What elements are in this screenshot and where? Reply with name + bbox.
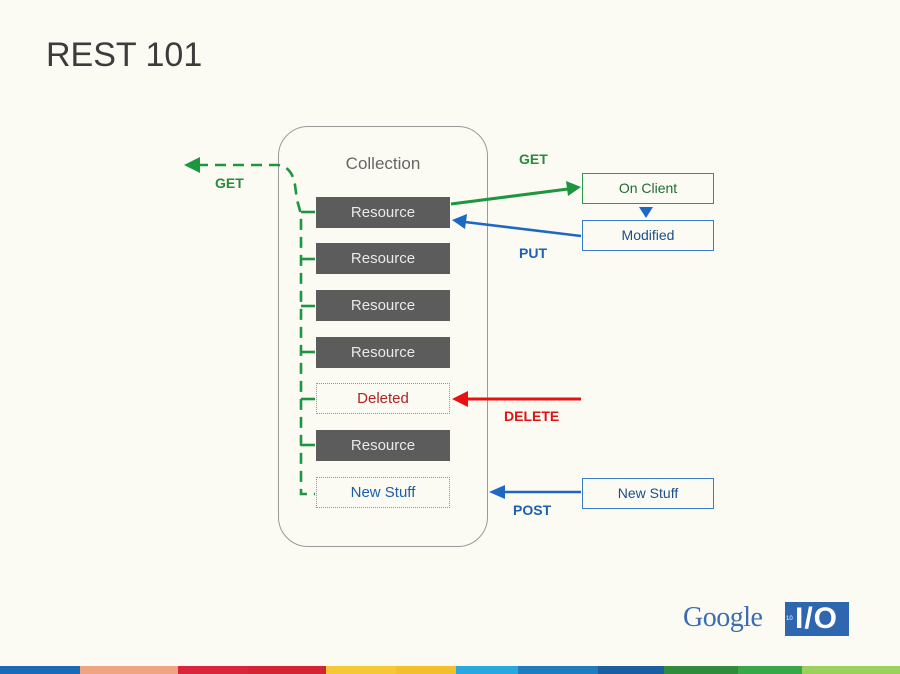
stripe-segment (598, 666, 664, 674)
get-resource-label: GET (519, 151, 548, 167)
collection-label: Collection (345, 154, 421, 173)
resource-item: Resource (316, 290, 450, 321)
google-wordmark: Google (683, 602, 763, 633)
collection-get-bracket (197, 163, 315, 496)
delete-label: DELETE (504, 408, 560, 424)
resource-item: Resource (316, 337, 450, 368)
delete-arrowhead (452, 391, 468, 407)
stripe-segment (802, 666, 900, 674)
deleted-item: Deleted (316, 383, 450, 414)
put-arrowhead (452, 214, 467, 229)
collection-get-arrowhead (184, 157, 200, 173)
get-collection-label: GET (215, 175, 244, 191)
stripe-segment (0, 666, 80, 674)
io-mark: I/O (795, 602, 839, 635)
resource-item: Resource (316, 430, 450, 461)
post-label: POST (513, 502, 552, 518)
resource-item: Resource (316, 197, 450, 228)
stripe-segment (178, 666, 248, 674)
stripe-segment (248, 666, 326, 674)
io-edition: 10 (786, 616, 793, 622)
resource-item: Resource (316, 243, 450, 274)
stripe-segment (518, 666, 598, 674)
slide-title: REST 101 (46, 36, 203, 74)
stripe-segment (80, 666, 178, 674)
put-arrow (464, 220, 582, 238)
stripe-segment (738, 666, 802, 674)
post-arrowhead (489, 485, 505, 499)
modified-box: Modified (582, 220, 714, 251)
stripe-segment (326, 666, 396, 674)
new-stuff-item: New Stuff (316, 477, 450, 508)
put-label: PUT (519, 245, 547, 261)
stripe-segment (396, 666, 456, 674)
stripe-segment (664, 666, 738, 674)
client-new-stuff-box: New Stuff (582, 478, 714, 509)
modified-transition-arrowhead (639, 207, 653, 218)
stripe-segment (456, 666, 518, 674)
on-client-box: On Client (582, 173, 714, 204)
get-resource-arrow (450, 187, 569, 206)
get-resource-arrowhead (566, 181, 581, 196)
collection-container (278, 126, 488, 547)
io-badge (785, 602, 849, 636)
